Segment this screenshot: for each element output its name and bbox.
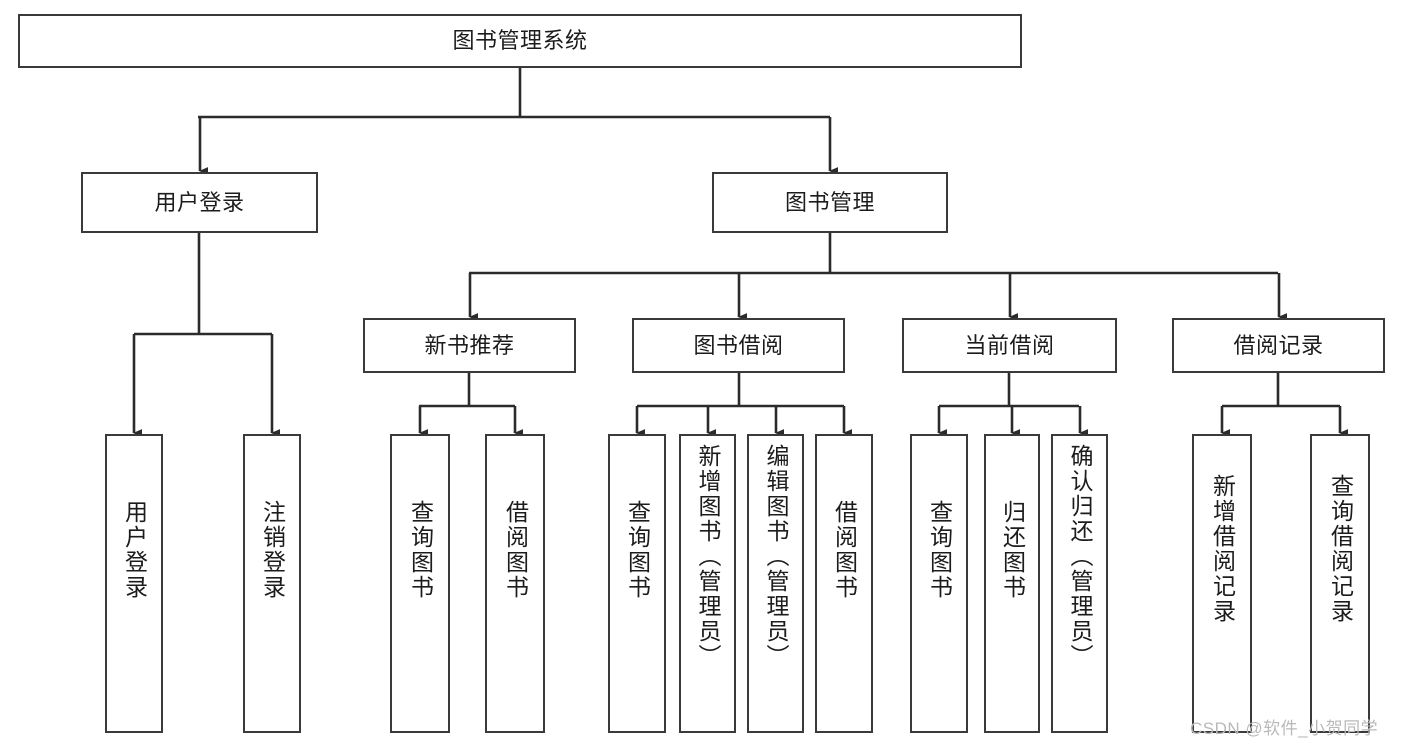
node-leaf-05[interactable]: 查询图书: [608, 434, 666, 733]
node-leaf-03[interactable]: 查询图书: [390, 434, 450, 733]
node-current[interactable]: 当前借阅: [902, 318, 1117, 373]
node-leaf-02[interactable]: 注销登录: [243, 434, 301, 733]
node-label: 用户登录: [121, 500, 148, 600]
node-label: 注销登录: [259, 500, 286, 600]
node-leaf-01[interactable]: 用户登录: [105, 434, 163, 733]
node-leaf-08[interactable]: 借阅图书: [815, 434, 873, 733]
node-borrow[interactable]: 图书借阅: [632, 318, 845, 373]
node-leaf-10[interactable]: 归还图书: [984, 434, 1040, 733]
node-leaf-09[interactable]: 查询图书: [910, 434, 968, 733]
node-leaf-11[interactable]: 确认归还（管理员）: [1051, 434, 1108, 733]
node-label: 借阅图书: [831, 500, 858, 600]
node-label: 查询图书: [926, 500, 953, 600]
node-records[interactable]: 借阅记录: [1172, 318, 1385, 373]
node-label: 查询图书: [407, 500, 434, 600]
node-leaf-13[interactable]: 查询借阅记录: [1310, 434, 1370, 733]
node-label: 当前借阅: [964, 332, 1055, 358]
node-label: 编辑图书（管理员）: [763, 444, 789, 669]
node-label: 查询图书: [624, 500, 651, 600]
node-label: 归还图书: [999, 500, 1026, 600]
node-leaf-04[interactable]: 借阅图书: [485, 434, 545, 733]
node-newbook[interactable]: 新书推荐: [363, 318, 576, 373]
node-label: 查询借阅记录: [1327, 474, 1354, 624]
node-label: 图书借阅: [693, 332, 784, 358]
node-leaf-07[interactable]: 编辑图书（管理员）: [747, 434, 804, 733]
node-leaf-06[interactable]: 新增图书（管理员）: [679, 434, 736, 733]
node-label: 确认归还（管理员）: [1067, 444, 1093, 669]
node-leaf-12[interactable]: 新增借阅记录: [1192, 434, 1252, 733]
node-label: 用户登录: [154, 189, 245, 215]
node-label: 图书管理: [784, 189, 875, 215]
node-label: 借阅图书: [502, 500, 529, 600]
node-bookmgmt[interactable]: 图书管理: [712, 172, 948, 233]
node-root[interactable]: 图书管理系统: [18, 14, 1022, 68]
node-login[interactable]: 用户登录: [81, 172, 318, 233]
node-label: 新增借阅记录: [1209, 474, 1236, 624]
node-label: 借阅记录: [1233, 332, 1324, 358]
csdn-watermark: CSDN @软件_小贺同学: [1190, 719, 1379, 738]
node-label: 新增图书（管理员）: [695, 444, 721, 669]
node-label: 新书推荐: [424, 332, 515, 358]
node-label: 图书管理系统: [452, 28, 588, 54]
